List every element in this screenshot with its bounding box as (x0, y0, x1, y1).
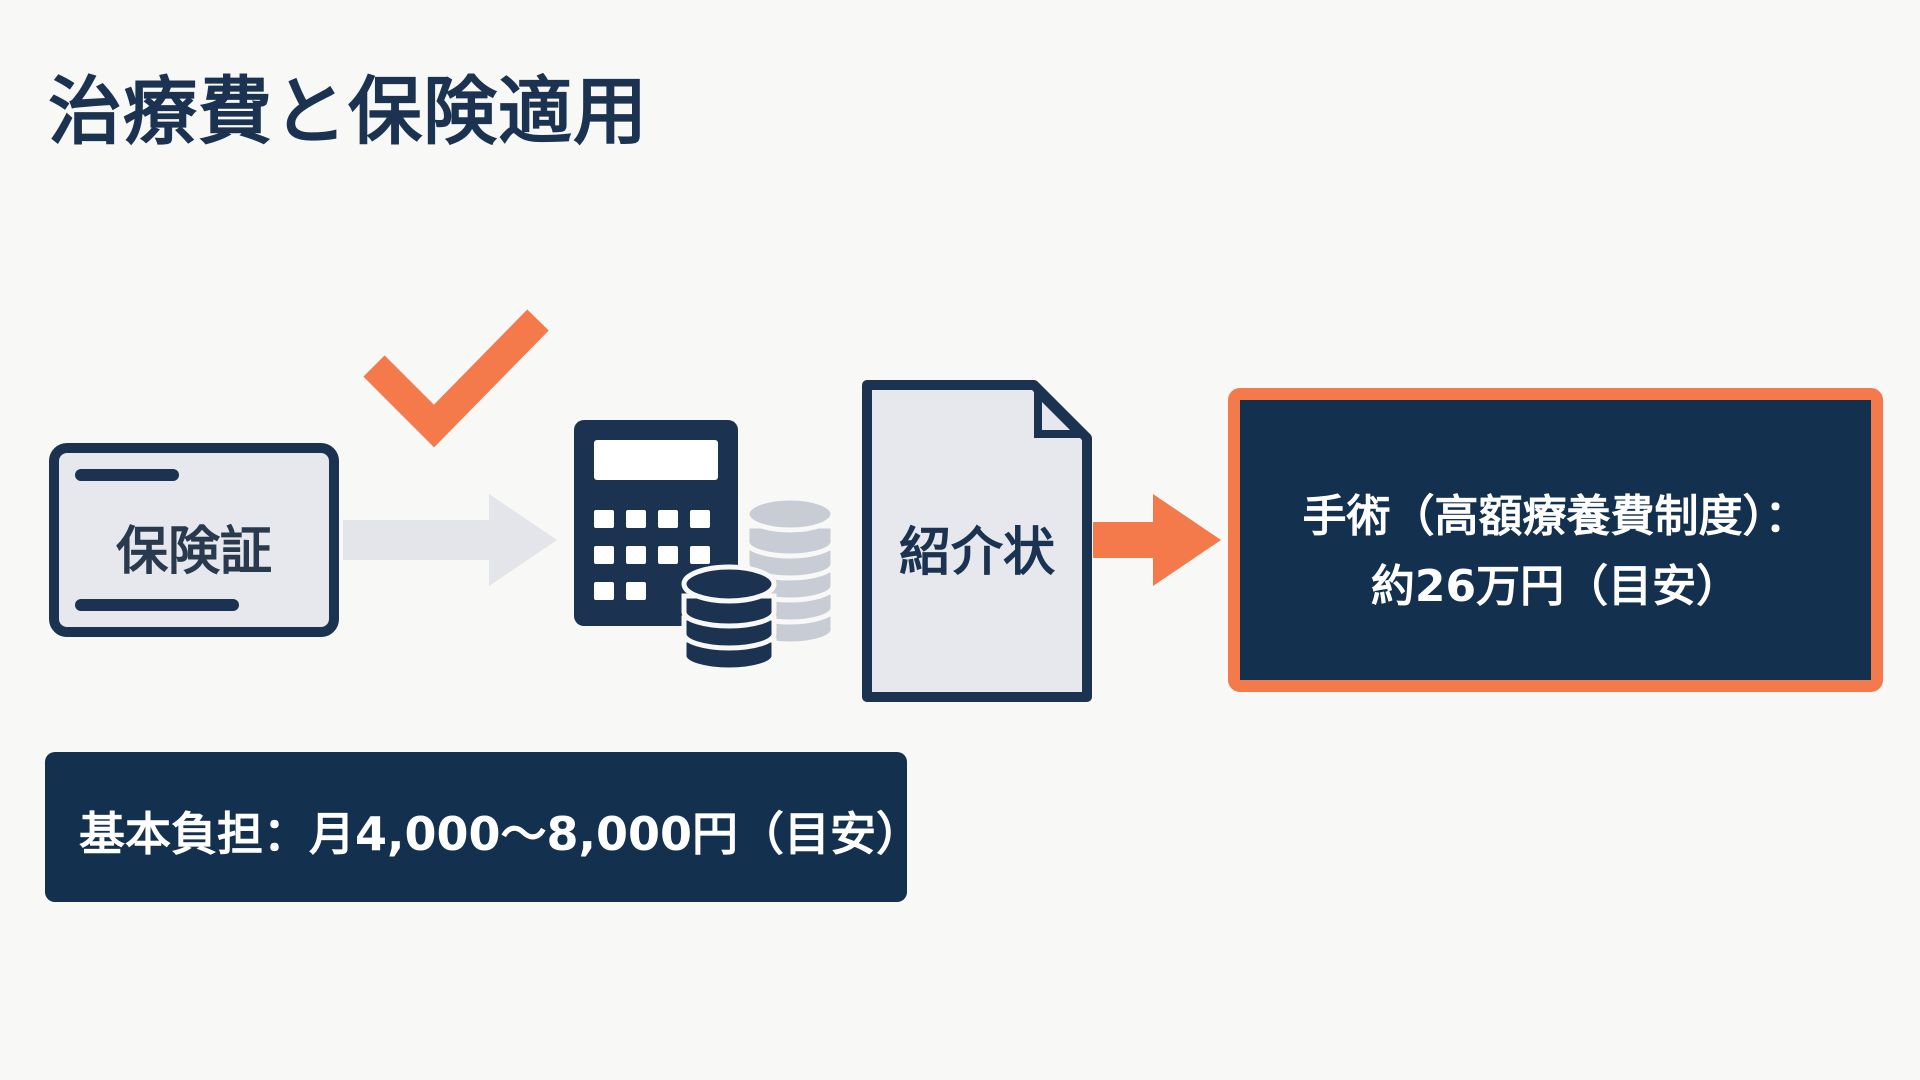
check-icon (363, 309, 549, 448)
card-stripe (75, 599, 239, 611)
insurance-card: 保険証 (49, 443, 339, 637)
document-icon (862, 380, 1092, 702)
referral-document-label: 紹介状 (898, 523, 1055, 583)
basic-cost-bar: 基本負担：月4,000〜8,000円（目安） (45, 752, 922, 902)
surgery-cost-amount: 約26万円（目安） (1370, 561, 1741, 612)
calculator-icon (574, 420, 836, 670)
insurance-card-label: 保険証 (115, 522, 272, 582)
page-title: 治療費と保険適用 (48, 69, 648, 155)
basic-cost-text: 基本負担：月4,000〜8,000円（目安） (79, 807, 923, 861)
surgery-cost-box: 手術（高額療養費制度）： 約26万円（目安） (1228, 388, 1883, 692)
card-stripe (75, 469, 179, 481)
coins-icon (681, 495, 836, 670)
referral-document: 紹介状 (862, 380, 1092, 702)
arrow-right-icon (1093, 494, 1221, 586)
arrow-right-icon (343, 494, 557, 586)
surgery-cost-title: 手術（高額療養費制度）： (1302, 491, 1809, 542)
